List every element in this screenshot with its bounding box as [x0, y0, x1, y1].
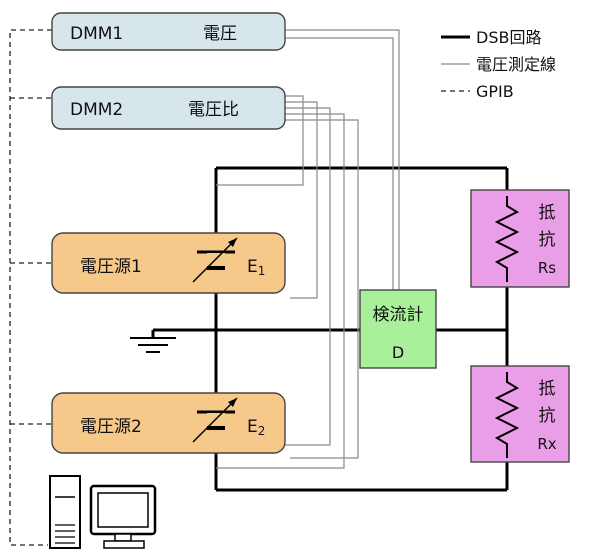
source2-emf: E2 — [247, 417, 265, 438]
dmm2-name: DMM2 — [70, 100, 123, 120]
voltage-source-1-box[interactable]: 電圧源1 E1 — [51, 232, 286, 294]
resistor-rs-char2: 抗 — [539, 230, 556, 250]
resistor-rs-box[interactable]: 抵 抗 Rs — [470, 189, 570, 288]
dmm2-function: 電圧比 — [188, 100, 239, 120]
galvanometer-name: 検流計 — [373, 305, 424, 325]
resistor-rx-char2: 抗 — [539, 406, 556, 426]
legend-gpib-label: GPIB — [476, 82, 514, 101]
resistor-rx-symbol: Rx — [537, 435, 556, 453]
galvanometer-box[interactable]: 検流計 D — [359, 289, 437, 369]
legend: DSB回路 電圧測定線 GPIB — [441, 28, 556, 101]
battery-symbol-2 — [192, 397, 238, 443]
dmm1-function: 電圧 — [203, 24, 237, 44]
voltage-source-2-box[interactable]: 電圧源2 E2 — [51, 392, 286, 454]
legend-voltage-line-label: 電圧測定線 — [476, 55, 556, 74]
resistor-rs-zigzag — [494, 196, 520, 282]
dmm1-name: DMM1 — [70, 24, 123, 44]
galvanometer-symbol: D — [392, 343, 404, 362]
dmm1-box[interactable]: DMM1 電圧 — [51, 12, 286, 51]
resistor-rx-box[interactable]: 抵 抗 Rx — [470, 365, 570, 463]
source1-emf: E1 — [247, 257, 265, 278]
legend-dsb-label: DSB回路 — [476, 28, 541, 47]
computer-icon — [49, 475, 157, 549]
ground-icon — [130, 337, 176, 353]
resistor-rx-char1: 抵 — [539, 379, 556, 399]
resistor-rs-symbol: Rs — [538, 259, 556, 277]
dmm2-box[interactable]: DMM2 電圧比 — [51, 86, 286, 130]
gpib-bus — [9, 29, 52, 546]
resistor-rx-zigzag — [494, 372, 520, 458]
source2-name: 電圧源2 — [80, 417, 142, 437]
battery-symbol-1 — [192, 237, 238, 283]
source1-name: 電圧源1 — [80, 257, 142, 277]
resistor-rs-char1: 抵 — [539, 203, 556, 223]
